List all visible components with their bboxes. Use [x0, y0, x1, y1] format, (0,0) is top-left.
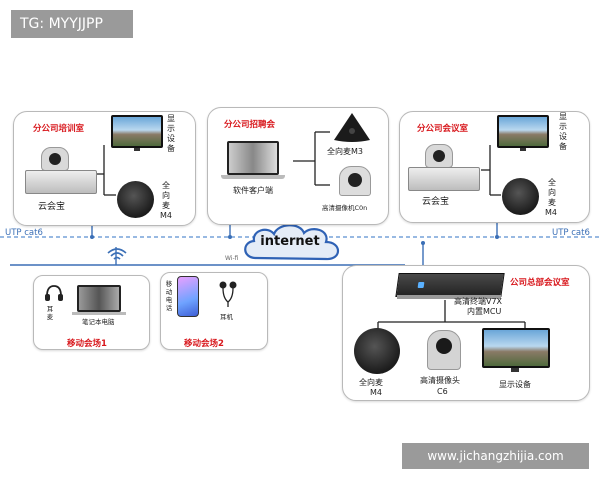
wifi-label: Wi-fi: [225, 255, 239, 262]
mic-label: 全向麦: [359, 378, 383, 387]
mobile-1-title: 移动会场1: [67, 339, 107, 349]
camera-label: 高清摄像头: [420, 376, 460, 385]
camera-label: 高清摄像机C0n: [322, 204, 368, 212]
box-label: 云会宝: [38, 202, 66, 212]
box-label: 云会宝: [422, 197, 450, 207]
mic-label: 全向麦: [162, 181, 170, 210]
speakerphone-icon: [502, 178, 539, 215]
hd-camera-icon: [339, 166, 371, 196]
phone-label: 移动电话: [165, 280, 173, 312]
wifi-icon: [107, 248, 127, 260]
display-label: 显示设备: [559, 112, 567, 151]
camera-model: C6: [437, 387, 448, 396]
branch-recruiting-title: 分公司招聘会: [224, 120, 276, 130]
headset-label: 耳麦: [46, 305, 54, 321]
utp-label-right: UTP cat6: [552, 228, 590, 238]
client-label: 软件客户端: [233, 186, 273, 195]
headset-icon: [45, 285, 63, 301]
speakerphone-icon: [354, 328, 400, 374]
internet-label: internet: [260, 234, 320, 249]
tv-icon: [497, 115, 549, 148]
earphone-icon: [219, 281, 237, 307]
mcu-label: 内置MCU: [467, 307, 502, 316]
speakerphone-icon: [117, 181, 154, 218]
mobile-phone-icon: [177, 276, 199, 317]
cloud-box-icon: [25, 170, 97, 194]
mic-label: 全向麦: [548, 178, 556, 207]
hq-title: 公司总部会议室: [510, 278, 570, 288]
watermark-badge: TG: MYYJJPP: [11, 10, 133, 38]
triangle-mic-icon: [334, 113, 370, 142]
branch-meeting-title: 分公司会议室: [417, 124, 469, 134]
mic-model: M4: [160, 211, 172, 220]
site-url-badge: www.jichangzhijia.com: [402, 443, 589, 469]
mic-model: M4: [545, 208, 557, 217]
utp-label-left: UTP cat6: [5, 228, 43, 238]
tv-icon: [111, 115, 163, 148]
earphone-label: 耳机: [220, 313, 233, 321]
display-label: 显示设备: [499, 380, 531, 389]
cloud-box-icon: [408, 167, 480, 191]
mic-m3-label: 全向麦M3: [327, 147, 363, 156]
internet-cloud-icon: [244, 224, 340, 261]
tv-icon: [482, 328, 550, 368]
laptop-icon: [227, 141, 279, 175]
branch-training-title: 分公司培训室: [33, 124, 85, 134]
mic-model: M4: [370, 388, 382, 397]
laptop-icon: [77, 285, 121, 312]
terminal-label: 高清终端V7X: [454, 297, 503, 306]
mobile-2-title: 移动会场2: [184, 339, 224, 349]
laptop-label: 笔记本电脑: [82, 318, 115, 326]
display-label: 显示设备: [167, 114, 175, 153]
ptz-camera-icon: [41, 147, 69, 171]
ptz-camera-icon: [427, 330, 461, 370]
